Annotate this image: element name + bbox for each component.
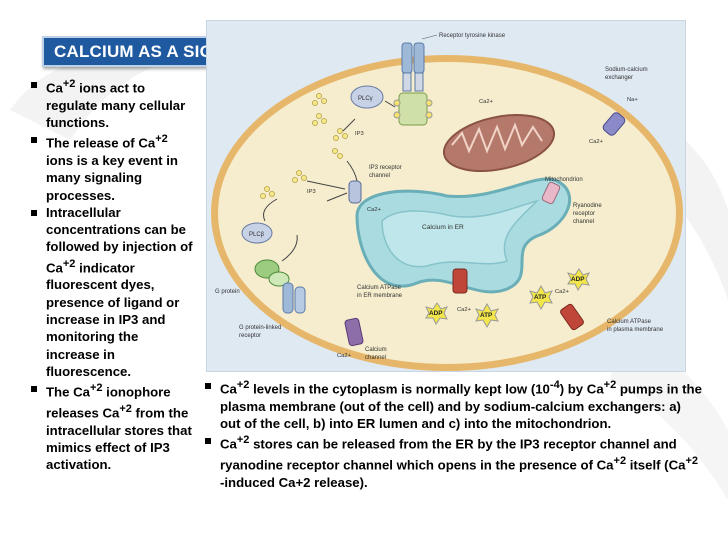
sodium-calcium-exchanger: [602, 112, 626, 136]
bullet-text: indicator fluorescent dyes, presence of …: [46, 260, 180, 379]
label-plc-gamma: PLCγ: [358, 96, 373, 102]
atp-star-er: [475, 302, 499, 329]
bullet-text: levels in the cytoplasm is normally kept…: [249, 381, 550, 397]
superscript: +2: [62, 257, 76, 270]
label-ca-pm: Ca2+: [555, 289, 570, 295]
label-plc-beta: PLCβ: [249, 232, 265, 238]
bullet-text: The release of Ca: [46, 135, 156, 151]
superscript: +2: [89, 382, 103, 395]
label-atp-pm: ATP: [534, 294, 547, 301]
plc-beta-shape: [241, 222, 273, 244]
label-ip3-top: IP3: [355, 131, 364, 137]
label-ca-channel-ion: Ca2+: [337, 353, 352, 359]
bullet-text: The Ca: [46, 384, 90, 400]
superscript: +2: [236, 379, 250, 391]
bullet-marker: [205, 383, 211, 389]
label-er-atpase-2: in ER membrane: [357, 293, 403, 299]
label-ip3-channel-1: IP3 receptor: [369, 165, 402, 171]
bullet-marker: [31, 82, 37, 88]
adp-star-pm: [567, 268, 590, 291]
label-atp-er: ATP: [480, 312, 493, 319]
calcium-signaling-figure: Receptor tyrosine kinase PLCγ IP3 IP3 re…: [206, 20, 686, 372]
bullet-text: stores can be released from the ER by th…: [220, 436, 677, 473]
label-ip3-mid: IP3: [307, 189, 316, 195]
superscript: +2: [62, 78, 76, 90]
left-bullet-2: The release of Ca+2 ions is a key event …: [31, 131, 193, 204]
left-bullet-1: Ca+2 ions act to regulate many cellular …: [31, 76, 193, 131]
er-calcium-atpase: [452, 268, 468, 294]
bullet-text: Ca: [46, 80, 63, 96]
label-ryanodine-2: receptor: [573, 211, 595, 217]
left-bullet-list: Ca+2 ions act to regulate many cellular …: [31, 76, 193, 473]
label-calcium-in-er: Calcium in ER: [422, 224, 464, 231]
ip3-receptor-channel: [348, 180, 362, 204]
label-mitochondrion: Mitochondrion: [545, 177, 583, 183]
g-protein-linked-receptor: [282, 282, 306, 314]
label-ca-ncx: Ca2+: [589, 139, 604, 145]
ip3-molecules-top: [312, 93, 348, 159]
superscript: +2: [155, 133, 168, 146]
label-adp-pm: ADP: [571, 276, 585, 283]
atp-star-pm: [529, 284, 553, 311]
pm-calcium-atpase: [560, 303, 584, 331]
superscript: +2: [603, 379, 617, 391]
label-gpcr-2: receptor: [239, 333, 261, 339]
label-ryanodine-3: channel: [573, 219, 594, 225]
label-ncx-2: exchanger: [605, 75, 633, 81]
bullet-text: pumps in the plasma membrane (out of the…: [220, 381, 702, 431]
bullet-text: Intracellular concentrations can be foll…: [46, 204, 193, 276]
bullet-marker: [31, 386, 37, 393]
bullet-text: Ca: [220, 381, 237, 397]
label-gpcr-1: G protein-linked: [239, 325, 281, 331]
bullet-marker: [31, 137, 37, 144]
label-g-protein: G protein: [215, 289, 240, 295]
label-ca-er: Ca2+: [367, 207, 382, 213]
cell-diagram: Receptor tyrosine kinase PLCγ IP3 IP3 re…: [211, 33, 683, 371]
bullet-text: ions act to regulate many cellular funct…: [46, 80, 186, 130]
superscript: +2: [685, 454, 698, 467]
adp-star-er: [425, 302, 448, 325]
label-ncx-1: Sodium-calcium: [605, 67, 648, 73]
label-ryanodine-1: Ryanodine: [573, 203, 602, 209]
ryanodine-receptor-channel: [541, 181, 561, 205]
label-calcium-channel-1: Calcium: [365, 347, 387, 353]
bottom-bullet-1: Ca+2 levels in the cytoplasm is normally…: [205, 377, 705, 432]
bullet-text: ions is a key event in many signaling pr…: [46, 152, 178, 203]
superscript: +2: [119, 402, 132, 415]
label-adp-er: ADP: [429, 310, 443, 317]
g-protein: [254, 259, 290, 287]
superscript: -4: [549, 379, 560, 391]
bullet-text: from the intracellular stores that mimic…: [46, 405, 192, 473]
bullet-text: ) by Ca: [559, 381, 604, 397]
label-ip3-channel-2: channel: [369, 173, 390, 179]
bullet-text: itself (Ca: [626, 457, 686, 473]
label-ca-top: Ca2+: [479, 99, 494, 105]
label-er-atpase-1: Calcium ATPase: [357, 285, 402, 291]
bullet-marker: [31, 209, 37, 216]
label-ca-er-atpase: Ca2+: [457, 307, 472, 313]
mitochondrion: [442, 114, 556, 172]
superscript: +2: [236, 434, 250, 447]
bullet-text: -induced Ca+2 release).: [220, 474, 368, 490]
label-pm-atpase-2: in plasma membrane: [607, 327, 664, 333]
bullet-marker: [205, 438, 211, 445]
bullet-text: Ca: [220, 436, 237, 452]
label-receptor-tyrosine-kinase: Receptor tyrosine kinase: [439, 33, 506, 39]
label-na: Na+: [627, 97, 638, 103]
left-bullet-4: The Ca+2 ionophore releases Ca+2 from th…: [31, 380, 193, 473]
label-calcium-channel-2: channel: [365, 355, 386, 361]
calcium-channel: [344, 317, 364, 347]
ip3-molecules-mid: [260, 170, 307, 199]
bottom-bullet-list: Ca+2 levels in the cytoplasm is normally…: [205, 377, 705, 491]
slide-title: CALCIUM AS A SIGNAL: [54, 42, 249, 61]
label-pm-atpase-1: Calcium ATPase: [607, 319, 652, 325]
bullet-text: ionophore releases Ca: [46, 384, 171, 421]
plc-gamma-shape: [350, 85, 384, 109]
receptor-tyrosine-kinase: [393, 42, 433, 126]
superscript: +2: [613, 454, 627, 467]
left-bullet-3: Intracellular concentrations can be foll…: [31, 204, 193, 380]
bottom-bullet-2: Ca+2 stores can be released from the ER …: [205, 432, 705, 491]
